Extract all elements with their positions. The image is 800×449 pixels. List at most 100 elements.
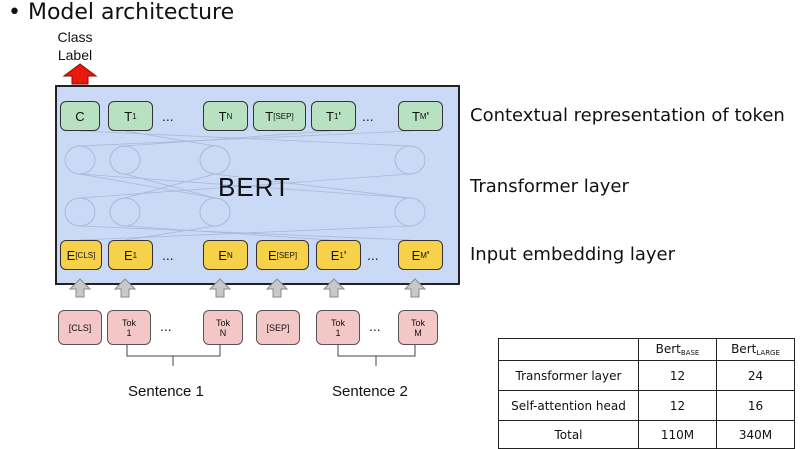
input-arrows xyxy=(68,278,427,298)
token-sub: M xyxy=(420,250,427,260)
class-label: Class Label xyxy=(40,28,110,64)
token-prime: ' xyxy=(338,108,341,124)
embedding-layer-label: Input embedding layer xyxy=(470,244,676,265)
sentence-brackets xyxy=(126,345,416,366)
input-token-cls: [CLS] xyxy=(58,310,102,345)
token-output-c: C xyxy=(60,101,100,131)
token-sub: 1 xyxy=(132,250,138,260)
ellipsis: ... xyxy=(162,108,174,124)
table-cell-label: Total xyxy=(498,420,639,449)
table-cell-large: 24 xyxy=(716,360,795,391)
table-cell-large: 16 xyxy=(716,390,795,421)
input-arrow-icon xyxy=(208,278,232,298)
table-row: Total 110M 340M xyxy=(498,420,795,449)
token-sub: 1 xyxy=(339,250,344,260)
input-arrow-icon xyxy=(322,278,346,298)
model-size-table: BertBASE BertLARGE Transformer layer 12 … xyxy=(498,338,795,449)
token-main: E xyxy=(267,247,277,263)
input-arrow-icon xyxy=(265,278,289,298)
input-line1: Tok xyxy=(215,317,230,328)
token-main: T xyxy=(265,108,274,124)
title-bullet: • xyxy=(8,0,21,25)
input-line1: Tok xyxy=(121,317,136,328)
table-header-large: BertLARGE xyxy=(716,338,795,361)
embedding-cls: E[CLS] xyxy=(60,240,102,270)
token-sub: M xyxy=(419,111,427,121)
transformer-layer-label: Transformer layer xyxy=(470,176,629,197)
contextual-layer-label: Contextual representation of token xyxy=(470,105,785,126)
table-header-empty xyxy=(498,338,639,361)
token-main: E xyxy=(66,247,76,263)
sentence-2-label: Sentence 2 xyxy=(332,383,408,400)
slide-title: • Model architecture xyxy=(8,0,234,25)
table-cell-label: Transformer layer xyxy=(498,360,639,391)
input-line1: Tok xyxy=(330,317,345,328)
bert-label: BERT xyxy=(218,172,291,202)
input-arrow-icon xyxy=(403,278,427,298)
input-line2: 1 xyxy=(335,327,341,338)
table-cell-base: 12 xyxy=(638,360,717,391)
token-sub: [CLS] xyxy=(75,250,96,260)
embedding-sep: E[SEP] xyxy=(256,240,309,270)
input-arrow-icon xyxy=(68,278,92,298)
ellipsis: ... xyxy=(369,318,381,334)
ellipsis: ... xyxy=(362,108,374,124)
title-text: Model architecture xyxy=(27,0,235,25)
input-arrow-icon xyxy=(113,278,137,298)
input-line2: N xyxy=(219,327,227,338)
token-sub: N xyxy=(226,111,233,121)
table-cell-large: 340M xyxy=(716,420,795,449)
token-main: C xyxy=(75,108,85,124)
ellipsis: ... xyxy=(162,247,174,263)
input-line2: 1 xyxy=(126,327,132,338)
class-label-line2: Label xyxy=(57,47,93,63)
token-main: E xyxy=(123,247,133,263)
transformer-edges xyxy=(79,130,411,241)
class-label-line1: Class xyxy=(57,29,93,45)
token-prime: ' xyxy=(343,247,347,263)
input-token-sep: [SEP] xyxy=(256,310,300,345)
table-cell-base: 110M xyxy=(638,420,717,449)
token-prime: ' xyxy=(426,247,430,263)
token-main: T xyxy=(124,108,133,124)
token-main: E xyxy=(411,247,421,263)
token-sub: [SEP] xyxy=(276,250,298,260)
ellipsis: ... xyxy=(160,318,172,334)
token-output-tsep: T[SEP] xyxy=(253,101,306,131)
table-cell-label: Self-attention head xyxy=(498,390,639,421)
output-arrow-icon xyxy=(62,63,98,85)
table-row: Self-attention head 12 16 xyxy=(498,390,795,421)
token-sub: N xyxy=(226,250,233,260)
token-main: T xyxy=(218,108,227,124)
token-sub: 1 xyxy=(334,111,339,121)
table-header-base: BertBASE xyxy=(638,338,717,361)
token-prime: ' xyxy=(426,108,430,124)
input-line1: Tok xyxy=(410,317,425,328)
ellipsis: ... xyxy=(367,247,379,263)
token-main: T xyxy=(411,108,420,124)
table-header-row: BertBASE BertLARGE xyxy=(498,338,795,361)
sentence-1-label: Sentence 1 xyxy=(128,383,204,400)
table-cell-base: 12 xyxy=(638,390,717,421)
token-sub: 1 xyxy=(132,111,137,121)
input-line2: M xyxy=(414,327,422,338)
table-row: Transformer layer 12 24 xyxy=(498,360,795,391)
token-main: E xyxy=(218,247,227,263)
input-line1: [SEP] xyxy=(266,322,290,333)
token-sub: [SEP] xyxy=(273,111,294,121)
token-main: T xyxy=(326,108,334,124)
input-line1: [CLS] xyxy=(68,322,92,333)
